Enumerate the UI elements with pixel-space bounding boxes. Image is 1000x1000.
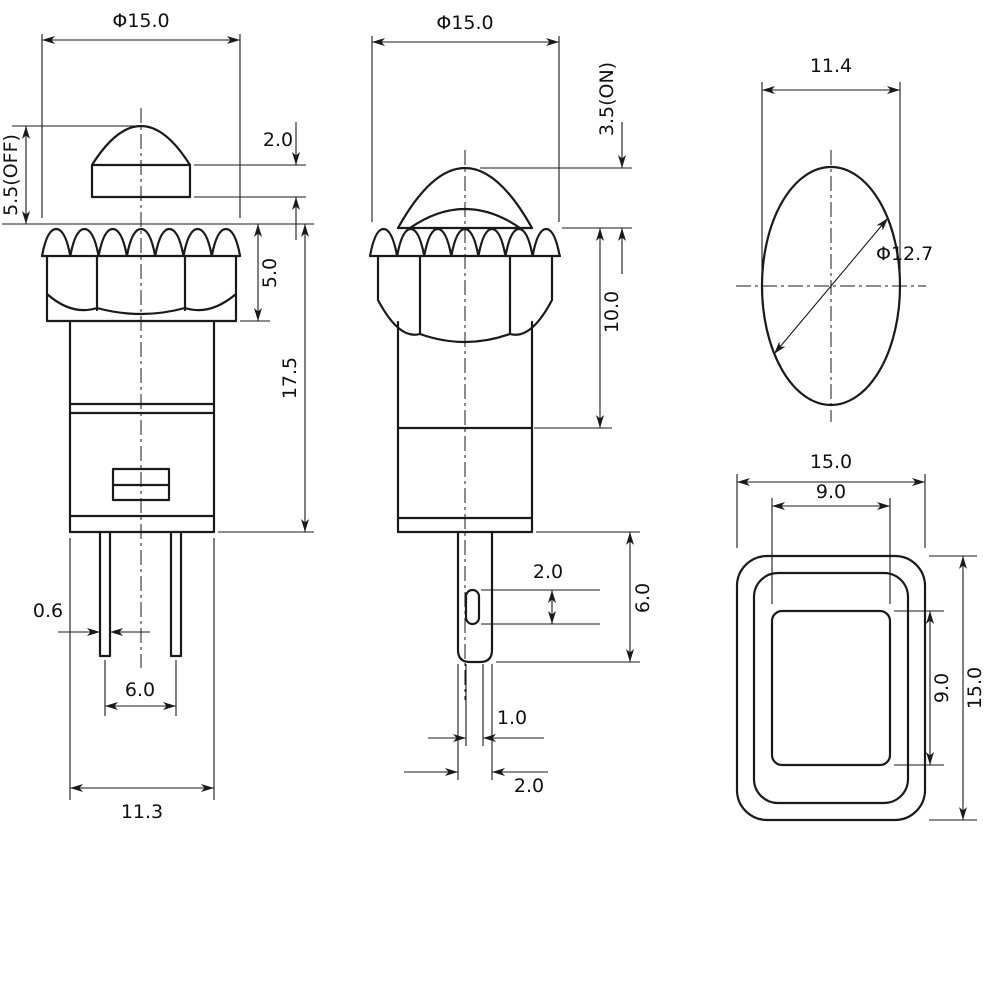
cutout-outer-height-label: 15.0 xyxy=(964,667,986,709)
cutout-extension-lines xyxy=(736,474,977,821)
front-pin-pitch-label: 6.0 xyxy=(125,679,155,701)
side-on-height-label: 3.5(ON) xyxy=(596,62,618,136)
side-terminal-length-label: 6.0 xyxy=(632,583,654,613)
front-diameter-label: Φ15.0 xyxy=(112,10,169,32)
top-button-outline xyxy=(760,165,902,407)
side-terminal-thickness-label: 1.0 xyxy=(497,707,527,729)
top-extension-lines xyxy=(761,82,901,282)
side-diameter-label: Φ15.0 xyxy=(436,12,493,34)
front-view: Φ15.0 2.0 5.5(OFF) 5.0 17.5 0.6 6.0 11.3 xyxy=(0,10,314,823)
side-view: Φ15.0 3.5(ON) 10.0 2.0 6.0 1.0 2.0 xyxy=(368,12,654,797)
top-view: 11.4 Φ12.7 xyxy=(736,55,933,422)
side-extension-lines xyxy=(371,36,640,780)
front-body-width-label: 11.3 xyxy=(121,801,163,823)
top-diameter-label: Φ12.7 xyxy=(876,243,933,265)
side-terminal-hole xyxy=(464,588,481,626)
cutout-outer-width-label: 15.0 xyxy=(810,451,852,473)
cutout-inner-width-label: 9.0 xyxy=(816,481,846,503)
side-outline xyxy=(368,166,562,664)
front-pin-width-label: 0.6 xyxy=(33,600,63,622)
side-hole-height-label: 2.0 xyxy=(533,561,563,583)
front-outline xyxy=(40,125,242,658)
side-terminal-width-label: 2.0 xyxy=(514,775,544,797)
front-body-length-label: 17.5 xyxy=(279,357,301,399)
cutout-outer-rect xyxy=(735,554,927,822)
front-cap-height-label: 2.0 xyxy=(263,129,293,151)
front-extension-lines xyxy=(2,34,314,800)
dim-line-top-diameter xyxy=(773,217,889,355)
top-flat-width-label: 11.4 xyxy=(810,55,852,77)
front-nut-stack-label: 5.0 xyxy=(259,258,281,288)
front-off-height-label: 5.5(OFF) xyxy=(0,134,22,216)
cutout-view: 15.0 9.0 9.0 15.0 xyxy=(735,451,986,822)
cutout-middle-rect xyxy=(752,571,910,805)
cutout-inner-rect xyxy=(770,609,892,767)
cutout-inner-height-label: 9.0 xyxy=(931,673,953,703)
side-bushing-label: 10.0 xyxy=(601,291,623,333)
